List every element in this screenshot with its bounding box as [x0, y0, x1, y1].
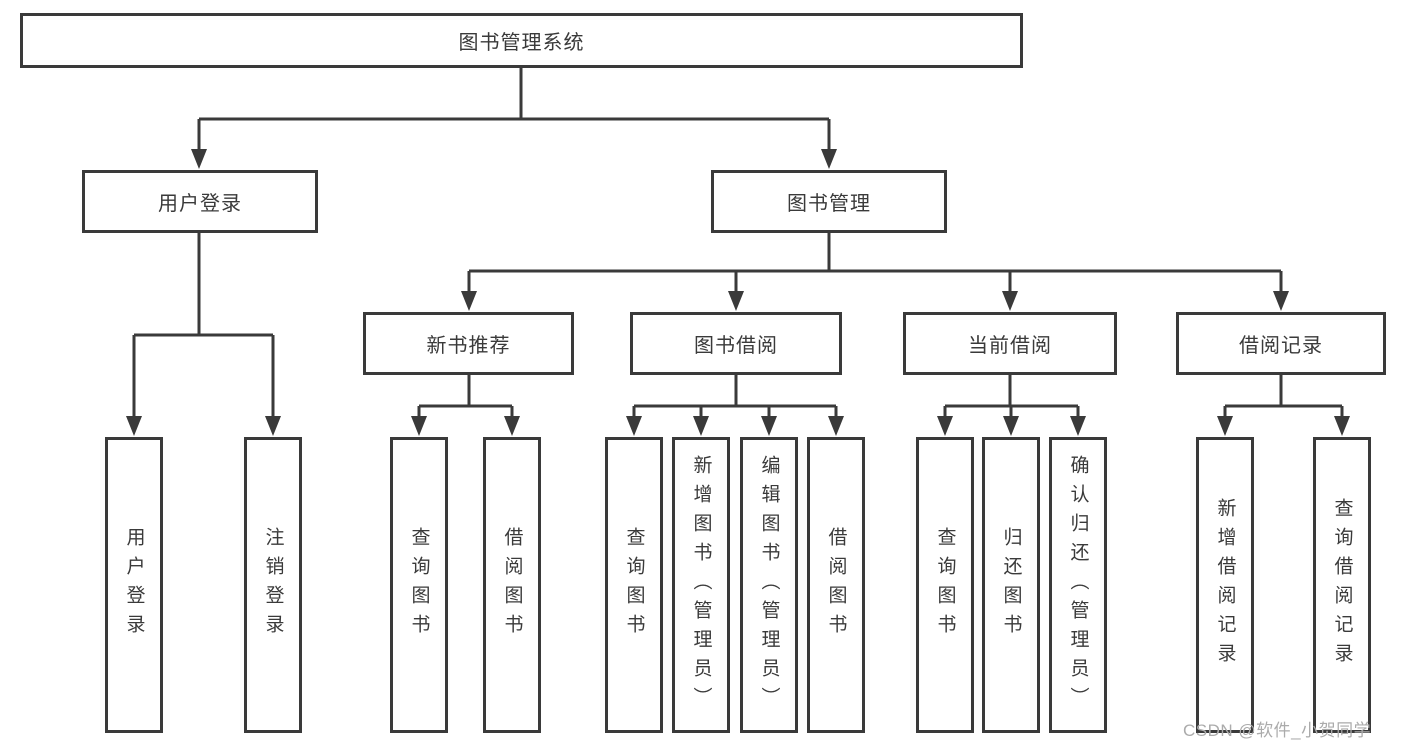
- node-book-management: 图书管理: [711, 170, 947, 233]
- leaf-add-borrow-record: 新增借阅记录: [1196, 437, 1254, 733]
- node-borrow-records: 借阅记录: [1176, 312, 1386, 375]
- node-label: 新增借阅记录: [1214, 498, 1236, 672]
- node-label: 查询图书: [934, 527, 956, 643]
- node-label: 归还图书: [1000, 527, 1022, 643]
- leaf-query-books: 查询图书: [916, 437, 974, 733]
- node-new-book-recommend: 新书推荐: [363, 312, 574, 375]
- node-label: 查询借阅记录: [1331, 498, 1353, 672]
- watermark: CSDN @软件_小贺同学: [1183, 721, 1372, 740]
- node-label: 当前借阅: [968, 335, 1052, 357]
- node-label: 用户登录: [123, 527, 145, 643]
- node-label: 查询图书: [623, 527, 645, 643]
- leaf-user-login: 用户登录: [105, 437, 163, 733]
- leaf-query-books: 查询图书: [605, 437, 663, 733]
- node-label: 图书借阅: [694, 335, 778, 357]
- leaf-return-books: 归还图书: [982, 437, 1040, 733]
- arrowheads: [126, 149, 1350, 436]
- node-label: 注销登录: [262, 527, 284, 643]
- connector-paths: [132, 68, 1344, 419]
- node-label: 查询图书: [408, 527, 430, 643]
- node-label: 确认归还（管理员）: [1067, 454, 1089, 716]
- node-label: 图书管理系统: [458, 32, 585, 54]
- node-label: 借阅记录: [1239, 335, 1323, 357]
- node-label: 图书管理: [787, 193, 871, 215]
- node-label: 新书推荐: [426, 335, 511, 357]
- node-user-login: 用户登录: [82, 170, 318, 233]
- node-label: 编辑图书（管理员）: [758, 454, 780, 716]
- leaf-confirm-return-admin: 确认归还（管理员）: [1049, 437, 1107, 733]
- node-current-borrow: 当前借阅: [903, 312, 1117, 375]
- node-root: 图书管理系统: [20, 13, 1023, 68]
- leaf-query-books: 查询图书: [390, 437, 448, 733]
- leaf-logout: 注销登录: [244, 437, 302, 733]
- leaf-edit-books-admin: 编辑图书（管理员）: [740, 437, 798, 733]
- node-book-borrow: 图书借阅: [630, 312, 842, 375]
- leaf-borrow-books: 借阅图书: [807, 437, 865, 733]
- node-label: 用户登录: [158, 193, 242, 215]
- node-label: 新增图书（管理员）: [690, 454, 712, 716]
- leaf-query-borrow-record: 查询借阅记录: [1313, 437, 1371, 733]
- leaf-borrow-books: 借阅图书: [483, 437, 541, 733]
- node-label: 借阅图书: [501, 527, 523, 643]
- node-label: 借阅图书: [825, 527, 847, 643]
- leaf-add-books-admin: 新增图书（管理员）: [672, 437, 730, 733]
